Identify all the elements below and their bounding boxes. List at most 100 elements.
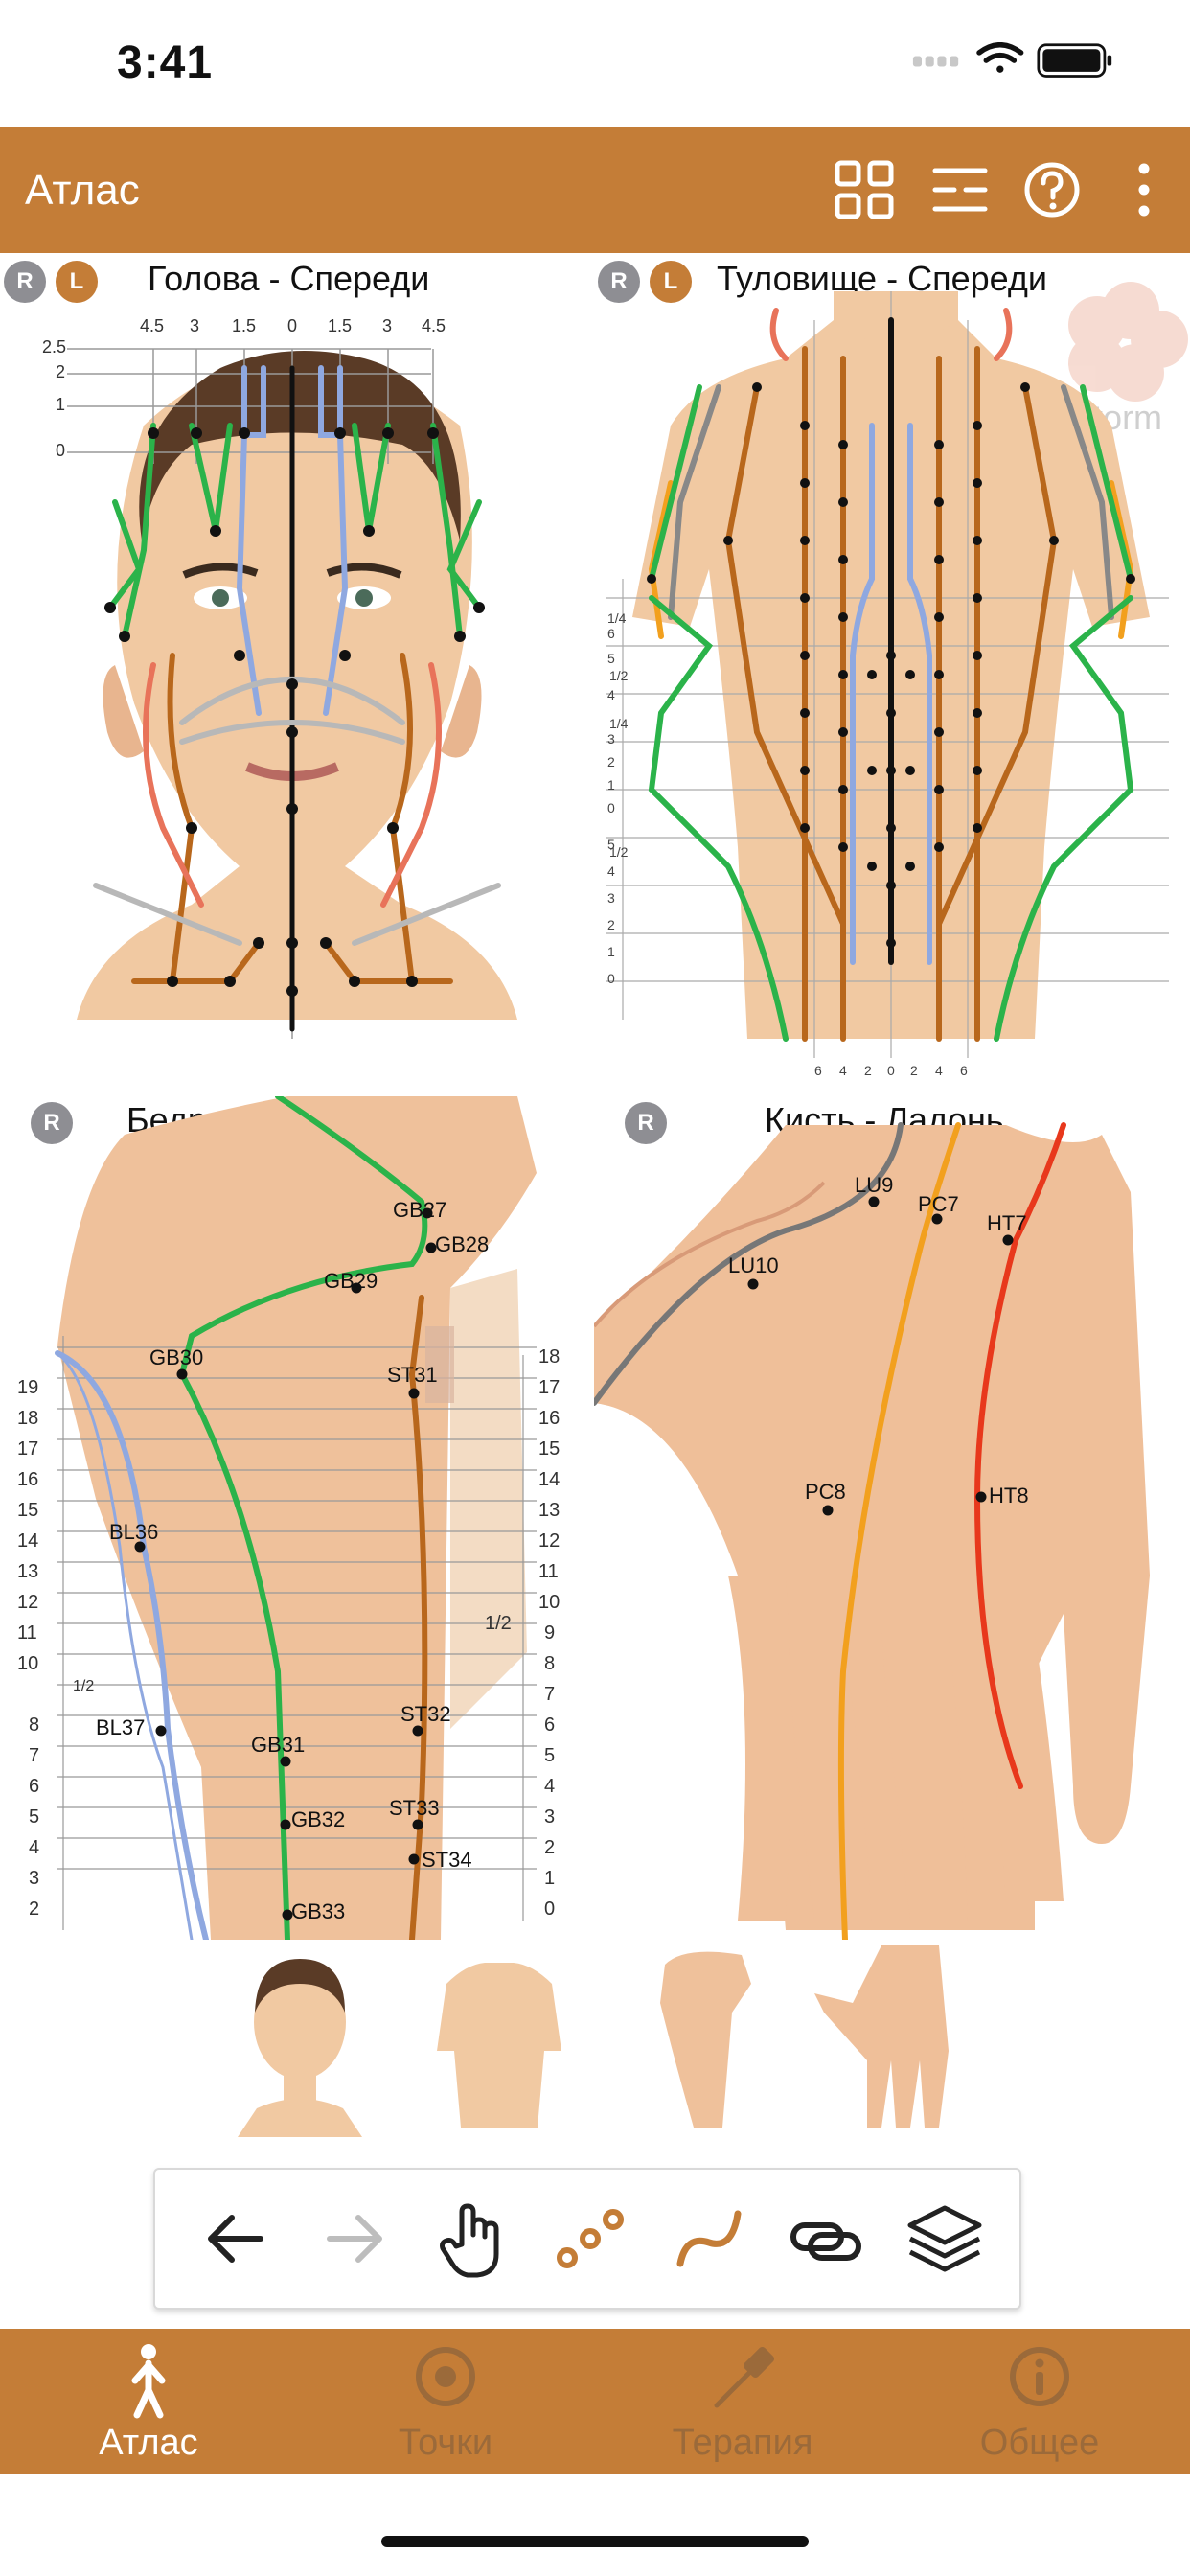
side-badge-left[interactable]: L	[56, 261, 98, 303]
point-label-st32[interactable]: ST32	[400, 1702, 451, 1726]
scale-bottom-label: 4	[839, 1063, 847, 1078]
grid-view-icon[interactable]	[832, 157, 897, 222]
point-label-pc7[interactable]: PC7	[918, 1192, 959, 1216]
scale-right-label: 11	[538, 1561, 559, 1582]
scale-right-label: 2	[544, 1837, 555, 1858]
side-badge-left[interactable]: L	[650, 261, 692, 303]
page-title: Атлас	[25, 167, 140, 214]
scale-left-label: 13	[17, 1561, 38, 1582]
scale-top-label: 3	[190, 316, 199, 335]
point-label-bl37[interactable]: BL37	[96, 1715, 145, 1739]
tab-points[interactable]: Точки	[297, 2329, 594, 2474]
scale-right-label: 15	[538, 1438, 560, 1460]
point-label-lu10[interactable]: LU10	[728, 1254, 779, 1277]
scale-right-label: 5	[544, 1745, 555, 1766]
scale-top-label: 0	[287, 316, 297, 335]
person-icon	[131, 2344, 166, 2419]
point-label-gb27[interactable]: GB27	[393, 1198, 446, 1222]
scale-right-label: 3	[544, 1806, 555, 1828]
scale-right-label: 17	[538, 1377, 560, 1398]
point-label-gb28[interactable]: GB28	[435, 1232, 489, 1256]
scale-left-label: 4	[607, 863, 615, 879]
point-label-bl36[interactable]: BL36	[109, 1520, 158, 1544]
hand-thumbnail[interactable]	[814, 1945, 958, 2137]
torso-thumbnail[interactable]	[427, 1945, 571, 2137]
thigh-illustration: 19 18 17 16 15 14 13 12 11 10 1/2 8 7 6 …	[17, 1096, 560, 1940]
scale-left-label: 6	[29, 1776, 39, 1797]
points-icon[interactable]	[548, 2196, 632, 2281]
point-label-st31[interactable]: ST31	[387, 1363, 438, 1387]
head-thumbnail[interactable]	[228, 1945, 372, 2137]
panel-title: Голова - Спереди	[148, 259, 430, 298]
scale-left-label: 16	[17, 1469, 38, 1490]
scale-bottom-label: 2	[864, 1063, 872, 1078]
hibiscus-flower-icon	[1068, 282, 1188, 402]
point-label-gb33[interactable]: GB33	[291, 1899, 345, 1923]
wifi-icon	[976, 42, 1024, 73]
list-view-icon[interactable]	[927, 157, 993, 222]
atlas-panel-head-front[interactable]: R L Голова - Спереди 4.5 3 1.5 0 1.5 3 4…	[0, 253, 594, 1096]
scale-left-label: 2	[607, 917, 615, 932]
tab-label: Общее	[979, 2423, 1100, 2463]
scale-right-label: 14	[538, 1469, 560, 1490]
layers-icon[interactable]	[903, 2196, 987, 2281]
point-label-gb30[interactable]: GB30	[149, 1346, 203, 1369]
atlas-panel-hand-palm[interactable]: R Кисть - Ладонь LU9 PC7 HT7 LU10 PC8 HT…	[594, 1096, 1190, 1940]
point-label-gb32[interactable]: GB32	[291, 1807, 345, 1831]
scale-top-label: 3	[382, 316, 392, 335]
back-arrow-icon[interactable]	[194, 2196, 278, 2281]
forward-arrow-icon[interactable]	[312, 2196, 397, 2281]
tab-therapy[interactable]: Терапия	[594, 2329, 891, 2474]
home-indicator[interactable]	[381, 2536, 809, 2547]
help-icon[interactable]	[1019, 157, 1085, 222]
hand-pointer-icon[interactable]	[429, 2196, 514, 2281]
target-point-icon	[416, 2347, 475, 2406]
scale-left-label: 1	[607, 777, 615, 793]
battery-icon	[1037, 43, 1112, 78]
atlas-toolbar	[153, 2168, 1021, 2310]
thigh-thumbnail[interactable]	[636, 1945, 780, 2137]
side-badge-right[interactable]: R	[4, 261, 46, 303]
scale-left-label: 4	[29, 1837, 39, 1858]
signal-icon	[912, 56, 959, 67]
scale-top-label: 4.5	[422, 316, 446, 335]
scale-left-label: 7	[29, 1745, 39, 1766]
point-label-gb29[interactable]: GB29	[324, 1269, 378, 1293]
link-icon[interactable]	[784, 2196, 868, 2281]
scale-left-label: 0	[607, 800, 615, 816]
scale-left-label: 4	[607, 687, 615, 702]
scale-bottom-label: 6	[814, 1063, 822, 1078]
tab-label: Терапия	[672, 2423, 813, 2463]
side-badge-right[interactable]: R	[598, 261, 640, 303]
atlas-panel-torso-front[interactable]: R L Туловище - Спереди AcuStorm 1/4 6 5 …	[594, 253, 1190, 1096]
tab-general[interactable]: Общее	[891, 2329, 1188, 2474]
scale-right-label: 7	[544, 1684, 555, 1705]
more-icon[interactable]	[1111, 157, 1177, 222]
point-label-pc8[interactable]: PC8	[805, 1480, 846, 1504]
scale-left-label: 5	[29, 1806, 39, 1828]
scale-bottom-label: 6	[960, 1063, 968, 1078]
scale-left-label: 0	[607, 971, 615, 986]
point-label-gb31[interactable]: GB31	[251, 1733, 305, 1757]
torso-illustration: AcuStorm 1/4 6 5 1/2 4 1/4 3 2 1 0 5 4 3…	[606, 282, 1188, 1078]
status-icons	[912, 42, 1112, 78]
point-label-ht8[interactable]: HT8	[989, 1484, 1029, 1507]
point-label-lu9[interactable]: LU9	[855, 1173, 893, 1197]
tab-label: Точки	[398, 2423, 493, 2463]
scale-left-label: 18	[17, 1408, 38, 1429]
meridian-line-icon[interactable]	[667, 2196, 751, 2281]
side-badge-right[interactable]: R	[625, 1102, 667, 1144]
scale-top-label: 1.5	[232, 316, 256, 335]
point-label-ht7[interactable]: HT7	[987, 1211, 1027, 1235]
scale-left-label: 17	[17, 1438, 38, 1460]
side-badge-right[interactable]: R	[31, 1102, 73, 1144]
atlas-panel-thigh-lateral[interactable]: R Бедро - Латерально 19 18 17 16 15 14 1…	[0, 1096, 594, 1940]
status-time: 3:41	[117, 37, 214, 88]
tab-atlas[interactable]: Атлас	[0, 2329, 297, 2474]
scale-top-label: 4.5	[140, 316, 164, 335]
region-thumbnails	[0, 1945, 1190, 2137]
scale-mid-label: 1/2	[485, 1613, 512, 1634]
point-label-st34[interactable]: ST34	[422, 1848, 472, 1872]
scale-left-label: 1	[607, 944, 615, 959]
point-label-st33[interactable]: ST33	[389, 1796, 440, 1820]
